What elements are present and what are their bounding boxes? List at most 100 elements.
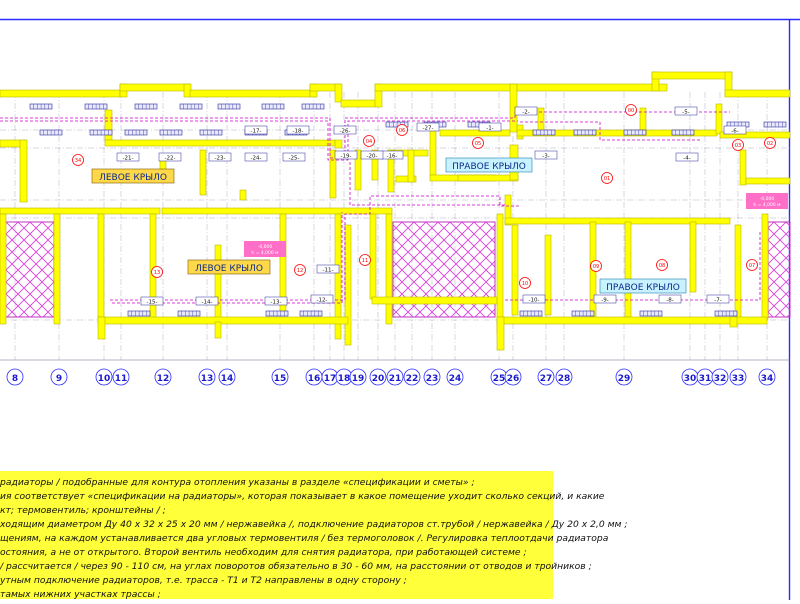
room-number: 06: [399, 128, 405, 134]
axis-bubble: [349, 368, 367, 386]
wall-segment: [371, 149, 379, 181]
radiator: [134, 103, 158, 110]
axis-bubble: [6, 368, 24, 386]
axis-bubble: [758, 368, 776, 386]
radiator-tag: -3-: [534, 150, 558, 160]
axis-label: 19: [352, 374, 365, 384]
radiator-tag: -21-: [116, 152, 140, 162]
radiator: [671, 129, 695, 136]
radiator-tag-label: -3-: [542, 154, 549, 160]
radiator: [159, 129, 183, 136]
room-number-circle: [656, 259, 668, 271]
radiator-tag-label: -8-: [666, 298, 673, 304]
radiator-tag-box: [158, 152, 182, 162]
radiator-tag-box: [334, 150, 358, 160]
radiator-tag-label: -9-: [601, 298, 608, 304]
axis-bubble: [218, 368, 236, 386]
axis-bubble: [386, 368, 404, 386]
room-number: 01: [604, 176, 610, 182]
radiator-tags: -21--22--23--24--25--26--27--1--2--3--4-…: [116, 106, 747, 306]
axis-bubble: [95, 368, 113, 386]
radiator-tag-box: [675, 152, 699, 162]
wall-segment: [214, 321, 222, 339]
wall-segment: [651, 71, 733, 80]
radiator-tag: -7-: [706, 294, 730, 304]
note-line: ходящим диаметром Ду 40 х 32 х 25 х 20 м…: [0, 519, 628, 530]
radiator-tag-label: -13-: [271, 300, 282, 306]
radiator: [299, 310, 323, 317]
wall-segment: [504, 194, 512, 226]
wall-segment: [189, 89, 311, 98]
radiator: [84, 103, 108, 110]
wall-segment: [104, 109, 113, 141]
wall-segment: [624, 221, 632, 318]
wall-segment: [334, 83, 343, 103]
radiator-tag: -9-: [593, 294, 617, 304]
wall-segment: [504, 217, 731, 225]
room-number-circle: [732, 139, 744, 151]
axis-label: 16: [308, 374, 321, 384]
radiator-tag-label: -1-: [486, 126, 493, 132]
pipe-run: [520, 121, 700, 141]
room-number-circle: [396, 124, 408, 136]
elevation-marks: -0,000 h = 4,000 м -0,000 h = 4,000 м: [244, 193, 788, 257]
radiator-tag-label: -12-: [317, 298, 328, 304]
radiator-tag-label: -24-: [251, 156, 262, 162]
wall-segment: [734, 224, 742, 321]
wall-segment: [516, 83, 668, 92]
wall-segment: [511, 224, 519, 316]
wall-segment: [544, 234, 552, 316]
wall-segment: [385, 213, 393, 325]
wing-label-box: [445, 157, 533, 173]
radiator-tag-label: -21-: [123, 156, 134, 162]
wall-segment: [689, 221, 697, 293]
radiator-tag-label: -11-: [323, 268, 334, 274]
radiator-tag-label: -23-: [215, 156, 226, 162]
radiator-tag-label: -17-: [251, 129, 262, 135]
room-number: 03: [735, 143, 741, 149]
room-number-circle: [625, 104, 637, 116]
radiator-tag: -14-: [195, 296, 219, 306]
radiator-tag-label: -27-: [423, 126, 434, 132]
room-number-circle: [764, 137, 776, 149]
axis-label: 8: [12, 374, 18, 384]
radiator-tag: -22-: [158, 152, 182, 162]
pipe-run: [505, 230, 761, 301]
radiator-tag: -17-: [244, 125, 268, 135]
wall-segment: [724, 89, 791, 98]
elevation-box: [244, 241, 286, 257]
radiator-tag-box: [522, 294, 546, 304]
axis-bubble: [112, 368, 130, 386]
radiator-tag-label: -5-: [682, 110, 689, 116]
wall-segment: [496, 316, 505, 351]
radiator-tag-label: -22-: [165, 156, 176, 162]
pipe-run: [349, 162, 505, 206]
radiator-tag-box: [706, 294, 730, 304]
radiator: [177, 310, 201, 317]
axis-bubble: [711, 368, 729, 386]
radiator-tag: -26-: [333, 125, 357, 135]
radiator-tag-box: [195, 296, 219, 306]
wall-segment: [369, 213, 377, 300]
axis-bubble: [271, 368, 289, 386]
axis-label: 20: [372, 374, 385, 384]
wall-segment: [745, 177, 791, 185]
radiator: [179, 103, 203, 110]
room-number-circle: [294, 264, 306, 276]
wall-segment: [334, 139, 343, 149]
radiator-tag-label: -7-: [714, 298, 721, 304]
radiator-tag: -25-: [282, 152, 306, 162]
wall-segment: [496, 213, 504, 335]
radiator: [571, 310, 595, 317]
axis-bubble: [423, 368, 441, 386]
wall-segment: [340, 99, 376, 108]
hatch-zone: [767, 221, 791, 318]
radiator-tag-box: [316, 264, 340, 274]
axis-label: 34: [761, 374, 774, 384]
axis-label: 30: [684, 374, 697, 384]
wing-label-left-bottom: ЛЕВОЕ КРЫЛО: [195, 264, 263, 274]
wing-label-box: [187, 259, 271, 275]
elevation-left-line1: -0,000: [258, 244, 273, 250]
